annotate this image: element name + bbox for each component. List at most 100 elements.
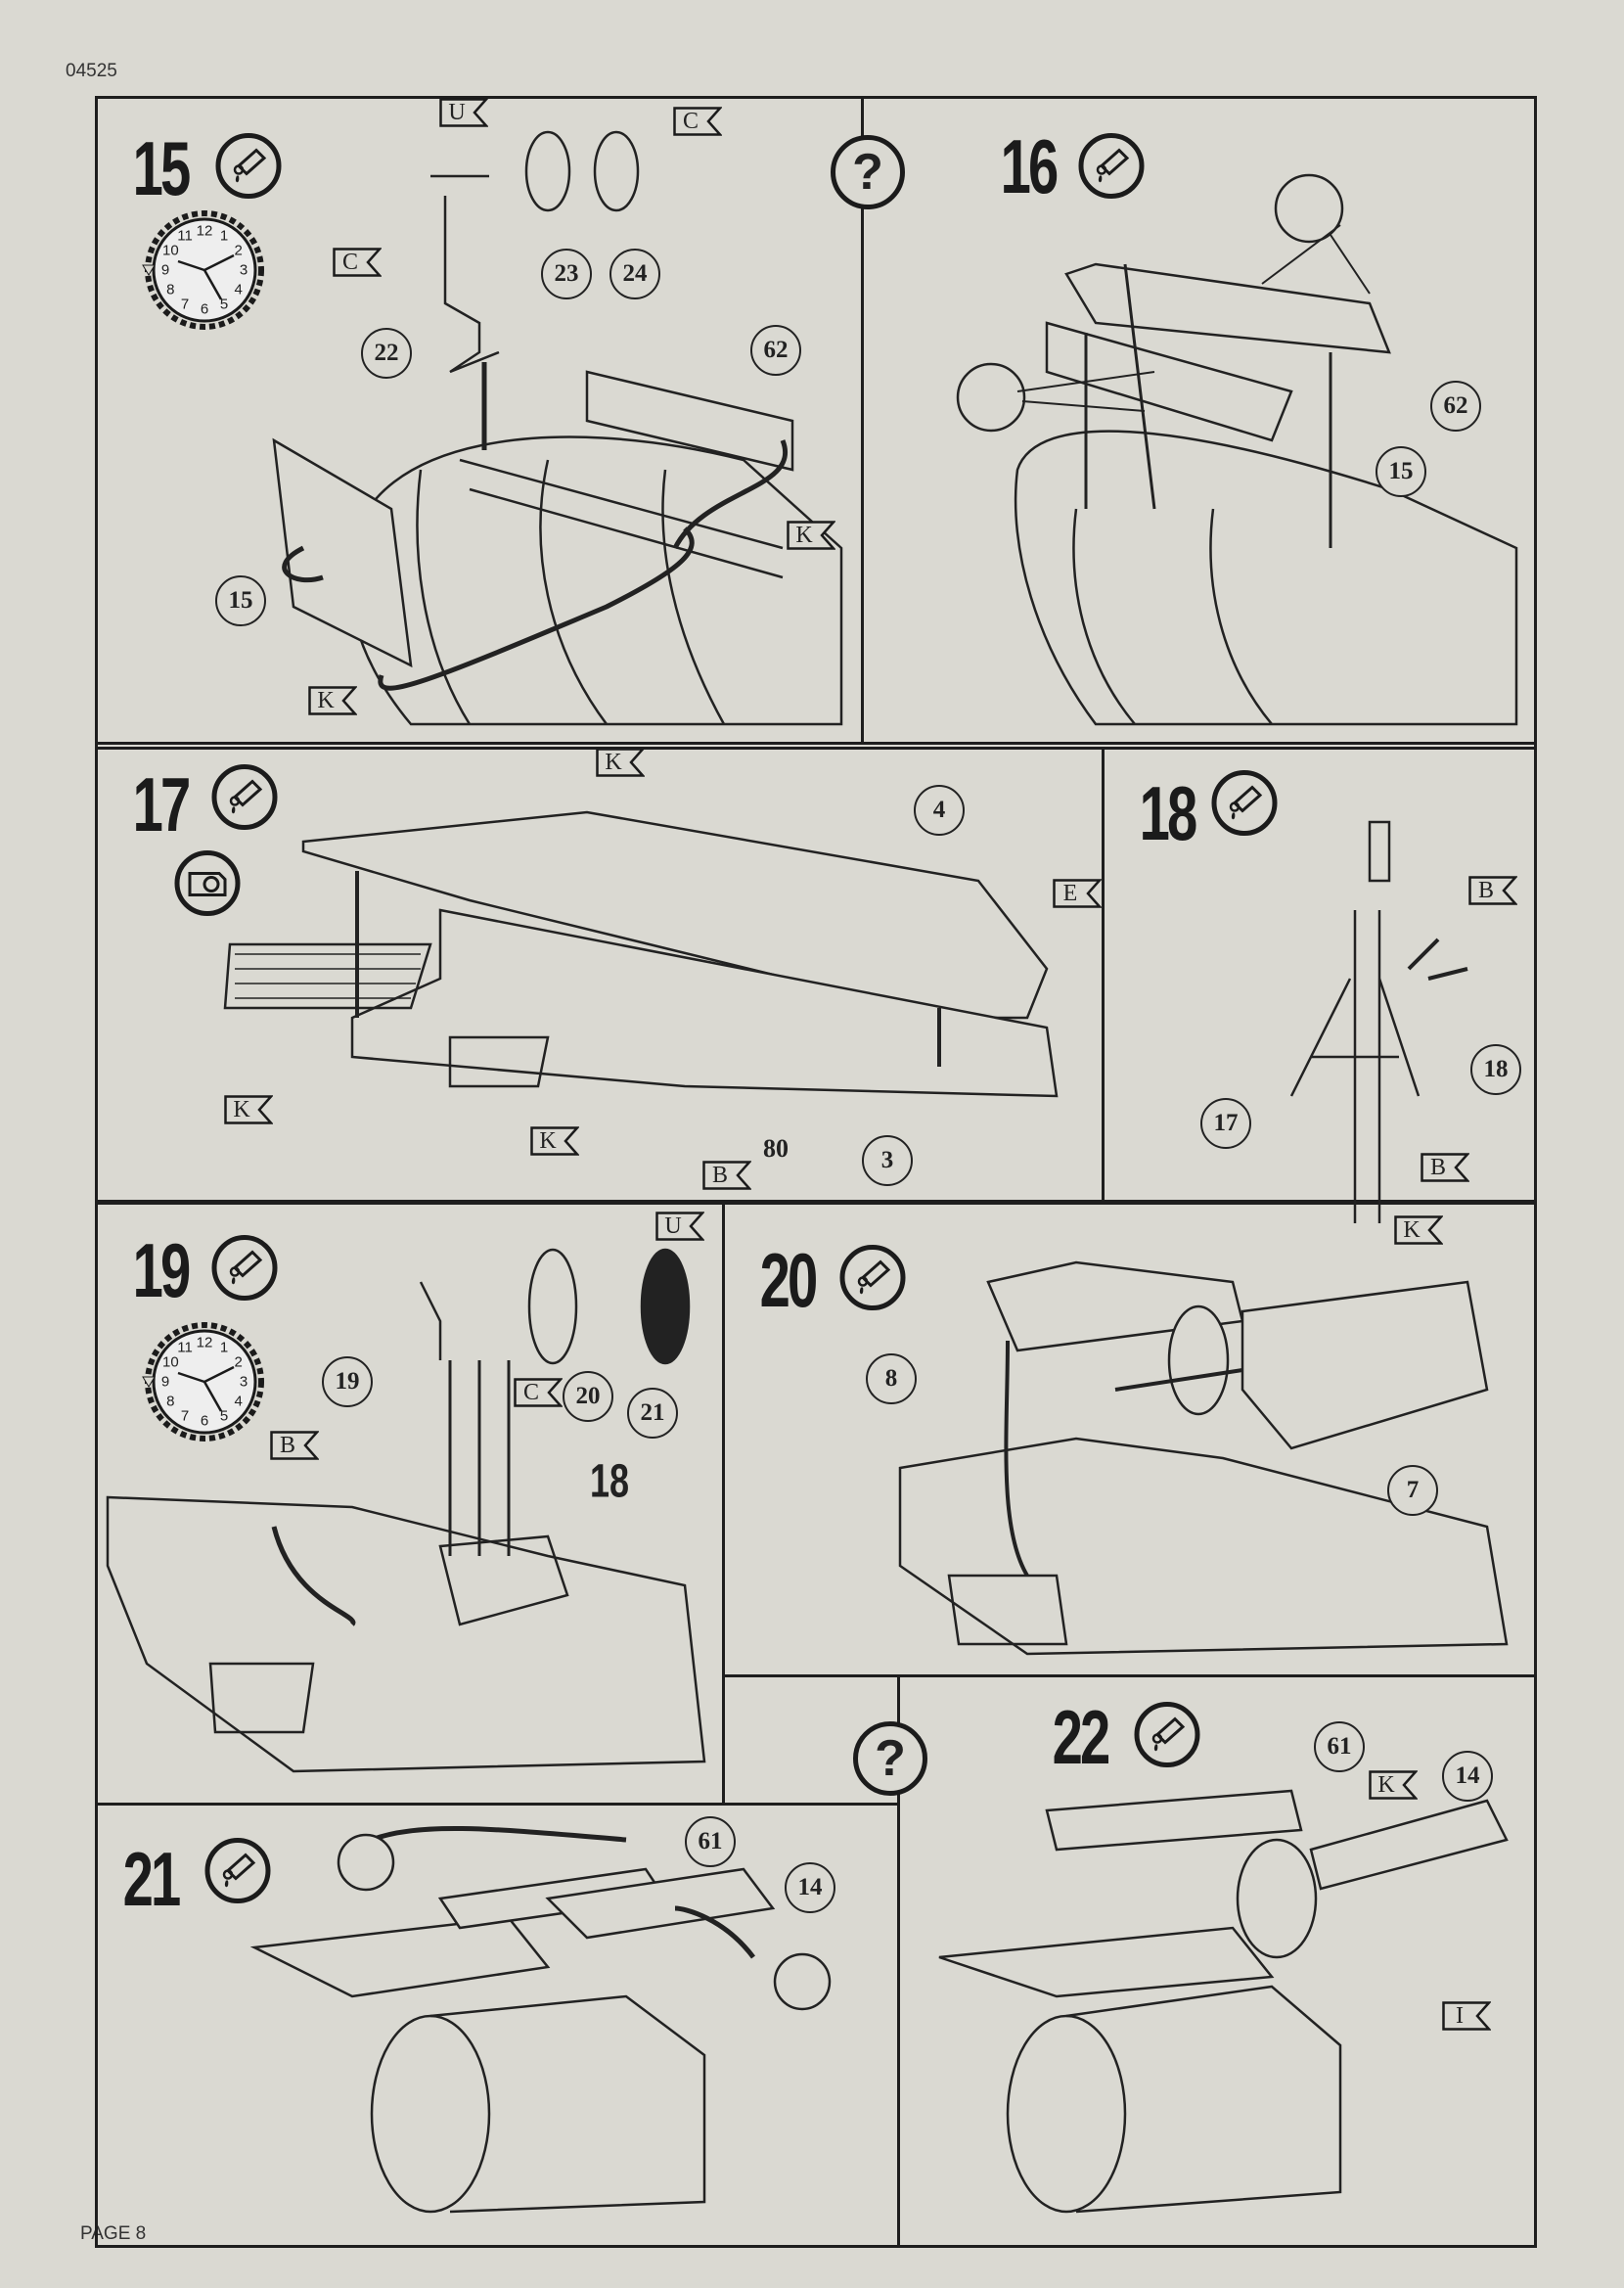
sprue-flag-label: K	[596, 748, 645, 777]
clock-numeral: 11	[177, 227, 193, 245]
question-mark-icon: ?	[853, 1721, 927, 1796]
sprue-flag-label: K	[308, 686, 357, 715]
part-number-callout: 22	[361, 328, 412, 379]
sprue-flag-label: K	[224, 1095, 273, 1124]
sprue-letter: K	[233, 1097, 250, 1122]
drawing-step-16	[956, 173, 1518, 726]
step-number: 19	[132, 1227, 192, 1313]
clock-numeral: 4	[234, 281, 243, 298]
step-number: 18	[1139, 770, 1198, 856]
sprue-letter: K	[317, 688, 335, 713]
clock-numeral: 12	[196, 1334, 213, 1351]
part-number-callout: 7	[1387, 1465, 1438, 1516]
sprue-letter: C	[682, 109, 699, 134]
clock-numeral: 10	[162, 1353, 179, 1371]
clock-numeral: 1	[219, 1339, 229, 1356]
clock-numeral: 12	[196, 222, 213, 240]
drawing-step-18	[1289, 820, 1468, 1223]
step-number: 16	[1000, 123, 1060, 209]
drawing-step-19	[106, 1248, 706, 1773]
part-number-callout: 23	[541, 249, 592, 299]
sprue-letter: E	[1062, 881, 1078, 906]
part-number-callout: 62	[1430, 381, 1481, 432]
part-number-callout: 61	[685, 1816, 736, 1867]
part-number-callout: 15	[215, 575, 266, 626]
part-number-callout: 62	[750, 325, 801, 376]
sprue-letter: I	[1456, 2003, 1464, 2029]
glue-icon	[209, 762, 280, 838]
sprue-letter: B	[1477, 878, 1494, 903]
drawing-step-21	[249, 1825, 832, 2214]
sprue-letter: U	[664, 1213, 682, 1239]
step-number: 22	[1052, 1694, 1111, 1780]
clock-numeral: 4	[234, 1393, 243, 1410]
clock-numeral: 7	[180, 1407, 190, 1425]
sprue-flag-label: E	[1053, 879, 1102, 908]
decal-icon	[172, 848, 243, 924]
sprue-flag-label: B	[1468, 876, 1517, 905]
sprue-letter: B	[279, 1433, 295, 1458]
part-number-callout: 4	[914, 785, 965, 836]
drawing-step-15	[272, 130, 843, 726]
drawing-step-20	[898, 1260, 1509, 1656]
clock-numeral: 3	[239, 261, 248, 279]
part-number-callout: 19	[322, 1356, 373, 1407]
glue-icon	[1209, 768, 1280, 844]
drawing-step-22	[938, 1789, 1509, 2214]
panel-step-18	[1102, 747, 1537, 1203]
clock-numeral: 1	[219, 227, 229, 245]
sprue-flag-label: C	[333, 248, 382, 277]
sprue-letter: K	[795, 523, 813, 548]
part-number-label: 80	[763, 1134, 789, 1163]
step-number: 21	[122, 1836, 182, 1922]
glue-icon	[1132, 1700, 1202, 1775]
clock-numeral: 8	[166, 1393, 175, 1410]
sprue-letter: K	[1377, 1772, 1395, 1798]
part-number-callout: 18	[1470, 1044, 1521, 1095]
sprue-flag-label: C	[514, 1378, 563, 1407]
clock-numeral: 7	[180, 296, 190, 313]
part-number-callout: 61	[1314, 1721, 1365, 1772]
clock-numeral: 3	[239, 1373, 248, 1391]
part-number-callout: 15	[1376, 446, 1426, 497]
clock-numeral: 6	[200, 300, 209, 318]
glue-icon	[1076, 131, 1147, 206]
clock-numeral: 10	[162, 242, 179, 259]
clock-numeral: 11	[177, 1339, 193, 1356]
drawing-step-17	[223, 810, 1059, 1098]
sprue-flag-label: B	[270, 1431, 319, 1460]
glue-icon	[837, 1243, 908, 1318]
sprue-letter: C	[341, 250, 358, 275]
sprue-flag-label: K	[1394, 1215, 1443, 1245]
sprue-letter: B	[1429, 1155, 1446, 1180]
clock-numeral: 2	[234, 1353, 243, 1371]
part-number-callout: 3	[862, 1135, 913, 1186]
sprue-flag-label: I	[1442, 2001, 1491, 2031]
sprue-letter: C	[522, 1380, 539, 1405]
part-number-callout: 24	[609, 249, 660, 299]
sprue-flag-label: K	[1369, 1770, 1418, 1800]
clock-numeral: 6	[200, 1412, 209, 1430]
question-mark-icon: ?	[831, 135, 905, 209]
clock-numeral: 2	[234, 242, 243, 259]
sprue-flag-label: B	[702, 1161, 751, 1190]
glue-icon	[203, 1836, 273, 1911]
sprue-letter: K	[539, 1128, 557, 1154]
part-number-callout: 14	[785, 1862, 835, 1913]
clock-numeral: 8	[166, 281, 175, 298]
clock-numeral: 5	[219, 1407, 229, 1425]
part-number-callout: 21	[627, 1388, 678, 1439]
part-number-callout: 17	[1200, 1098, 1251, 1149]
panel-step-16	[861, 96, 1537, 745]
part-number-callout: 20	[563, 1371, 613, 1422]
glue-icon	[209, 1233, 280, 1308]
clock-numeral: 5	[219, 296, 229, 313]
clock-numeral: 9	[160, 261, 170, 279]
sprue-letter: K	[605, 750, 622, 775]
clock-numeral: 9	[160, 1373, 170, 1391]
sprue-letter: U	[448, 100, 466, 125]
step-number: 17	[132, 761, 192, 847]
